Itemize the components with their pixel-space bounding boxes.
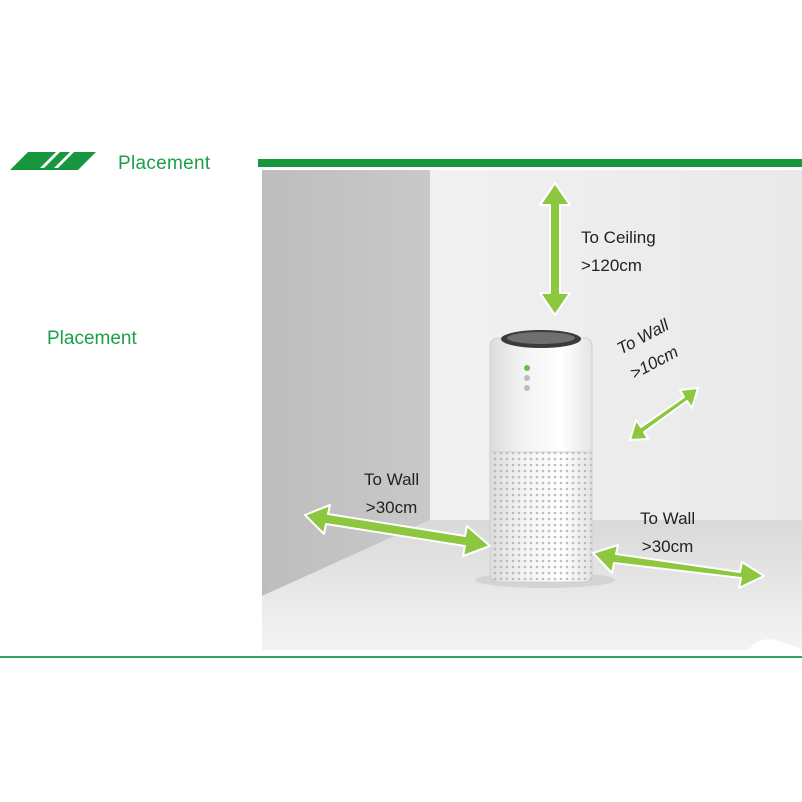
header-rule (258, 159, 802, 167)
double-arrow-icon (629, 387, 699, 441)
label-line: >30cm (365, 498, 418, 517)
label-line: To Wall (364, 470, 420, 489)
double-arrow-icon (539, 182, 571, 316)
double-arrow-icon (304, 504, 491, 557)
side-title: Placement (47, 328, 137, 349)
header-title: Placement (118, 153, 211, 174)
label-line: To Wall (640, 509, 696, 528)
bottom-rule (0, 656, 802, 658)
label-line: >30cm (641, 537, 694, 556)
label-left-wall: To Wall >30cm (364, 466, 419, 522)
header-stripes-icon (10, 152, 96, 170)
label-to-ceiling: To Ceiling >120cm (581, 224, 656, 280)
air-purifier (489, 330, 593, 583)
double-arrow-icon (592, 544, 765, 589)
label-right-wall: To Wall >30cm (640, 505, 695, 561)
label-line: >120cm (581, 256, 642, 275)
label-line: To Ceiling (581, 228, 656, 247)
left-wall (262, 170, 430, 596)
